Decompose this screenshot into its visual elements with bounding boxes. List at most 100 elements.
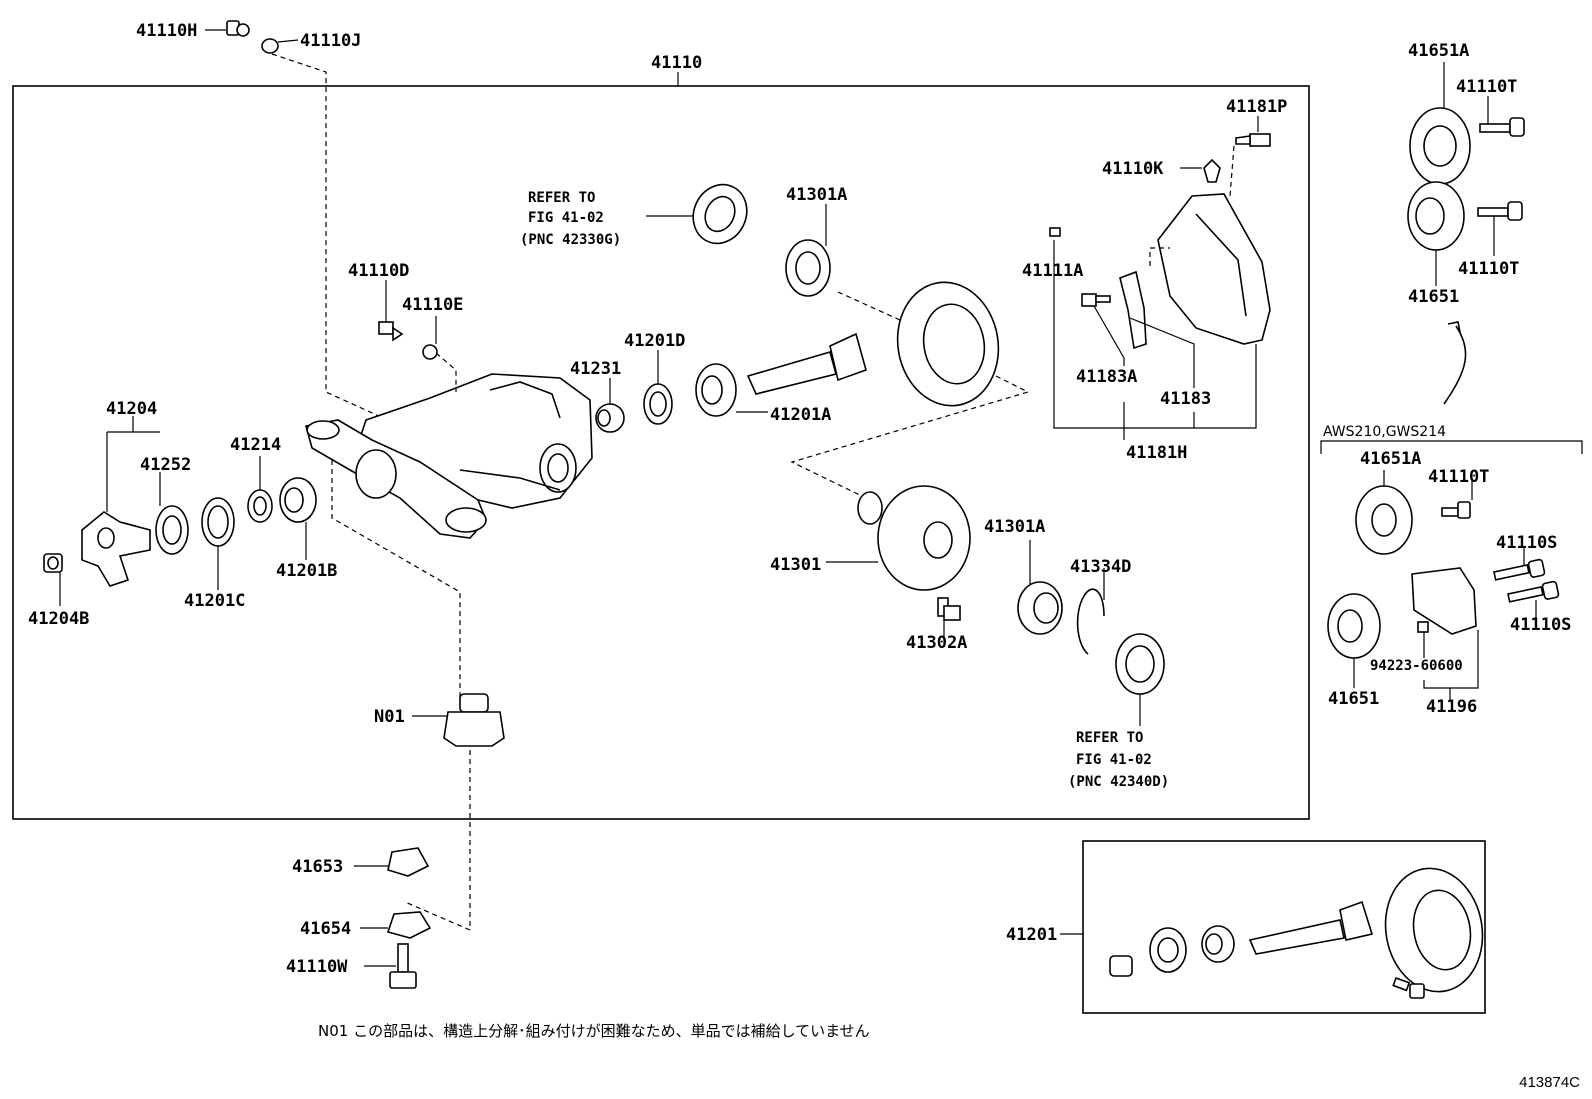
bearing-41201b-icon — [279, 477, 317, 523]
label-41110w: 41110W — [286, 957, 348, 977]
label-refer2-line3: (PNC 42340D) — [1068, 774, 1169, 790]
footnote-n01: N01 この部品は、構造上分解･組み付けが困難なため、単品では補給していません — [318, 1022, 870, 1040]
label-41110t-mid: 41110T — [1428, 467, 1489, 487]
collar-41231-icon — [595, 403, 625, 433]
label-41201: 41201 — [1006, 925, 1057, 945]
damper-41651-top-icon — [1407, 181, 1465, 251]
bearing-41201a-icon — [695, 363, 737, 417]
label-41231: 41231 — [570, 359, 621, 379]
differential-case-41301-icon — [857, 485, 971, 591]
label-41110d: 41110D — [348, 261, 409, 281]
bolt-41183a-icon — [1081, 293, 1111, 307]
bearing-41301a-mid-icon — [1017, 581, 1063, 635]
leader-41183a — [1093, 305, 1125, 366]
label-refer1-line1: REFER TO — [528, 190, 595, 206]
label-41110s-2: 41110S — [1510, 615, 1571, 635]
label-41183: 41183 — [1160, 389, 1211, 409]
arrow-up-icon — [1443, 321, 1467, 405]
kit-bearing1-icon — [1149, 927, 1187, 973]
spacer-41214-icon — [247, 489, 273, 523]
label-41196: 41196 — [1426, 697, 1477, 717]
oil-seal-42340d-icon — [1115, 633, 1165, 695]
leader-41181h — [1053, 240, 1257, 440]
label-41651-mid: 41651 — [1328, 689, 1379, 709]
label-41214: 41214 — [230, 435, 281, 455]
bracket-41196-icon — [1411, 567, 1477, 635]
leader-41183 — [1129, 317, 1195, 388]
leader-41110j — [277, 39, 299, 43]
label-41110e: 41110E — [402, 295, 463, 315]
dash-41110e — [435, 352, 457, 392]
label-41651-top: 41651 — [1408, 287, 1459, 307]
nut-41110h-icon — [226, 20, 250, 37]
rear-cover-41110k-icon — [1157, 193, 1271, 345]
bolt-41110t-mid-icon — [1441, 501, 1471, 519]
kit-ring-gear-icon — [1384, 867, 1484, 993]
label-refer1-line3: (PNC 42330G) — [520, 232, 621, 248]
differential-carrier-housing-icon — [304, 373, 593, 539]
label-41181h: 41181H — [1126, 443, 1187, 463]
label-41110t-top2: 41110T — [1458, 259, 1519, 279]
label-refer2-line1: REFER TO — [1076, 730, 1143, 746]
label-41110j: 41110J — [300, 31, 361, 51]
bolt-41110s-1-icon — [1493, 558, 1546, 581]
figure-reference-number: 413874C — [1519, 1074, 1580, 1091]
oil-seal-42330g-icon — [692, 183, 748, 245]
main-assembly-box — [12, 85, 1310, 820]
label-41301a-mid: 41301A — [984, 517, 1045, 537]
label-94223-60600: 94223-60600 — [1370, 658, 1463, 674]
label-41183a: 41183A — [1076, 367, 1137, 387]
mount-n01-icon — [443, 693, 505, 747]
label-41302a: 41302A — [906, 633, 967, 653]
nut-41204b-icon — [43, 553, 63, 573]
label-41654: 41654 — [300, 919, 351, 939]
stopper-41654-icon — [386, 911, 432, 939]
aws-bracket — [1320, 440, 1583, 454]
snap-ring-41334d-icon — [1076, 588, 1105, 655]
label-41110h: 41110H — [136, 21, 197, 41]
pin-41111a-icon — [1049, 227, 1061, 237]
label-41334d: 41334D — [1070, 557, 1131, 577]
label-41110: 41110 — [651, 53, 702, 73]
bearing-41201c-icon — [201, 497, 235, 547]
bearing-41301a-top-icon — [785, 239, 831, 297]
leader-41196 — [1423, 630, 1479, 700]
kit-bearing2-icon — [1201, 925, 1235, 963]
leader-41204 — [106, 416, 160, 512]
dash-housing-left — [331, 460, 461, 698]
damper-41651a-top-icon — [1409, 107, 1471, 185]
label-41651a-mid: 41651A — [1360, 449, 1421, 469]
drive-pinion-icon — [746, 332, 867, 395]
damper-41651-mid-icon — [1327, 593, 1381, 659]
label-41110t-top1: 41110T — [1456, 77, 1517, 97]
label-41201b: 41201B — [276, 561, 337, 581]
dash-41181p — [1229, 145, 1235, 197]
label-41651a-top: 41651A — [1408, 41, 1469, 61]
label-41204: 41204 — [106, 399, 157, 419]
label-aws210-gws214: AWS210,GWS214 — [1323, 424, 1446, 440]
label-41653: 41653 — [292, 857, 343, 877]
shim-41201d-icon — [643, 383, 673, 425]
ring-pinion-kit-box — [1082, 840, 1486, 1014]
label-refer1-line2: FIG 41-02 — [528, 210, 604, 226]
kit-pinion-icon — [1248, 900, 1374, 955]
label-41201d: 41201D — [624, 331, 685, 351]
bolt-41110t-top1-icon — [1479, 117, 1525, 137]
label-41181p: 41181P — [1226, 97, 1287, 117]
dash-n01-lower — [404, 750, 471, 931]
label-refer2-line2: FIG 41-02 — [1076, 752, 1152, 768]
label-n01: N01 — [374, 707, 405, 727]
kit-bolt-icon — [1392, 976, 1425, 999]
label-41301a-top: 41301A — [786, 185, 847, 205]
label-41201a: 41201A — [770, 405, 831, 425]
dash-41301a-top — [837, 291, 901, 321]
label-41301: 41301 — [770, 555, 821, 575]
label-41252: 41252 — [140, 455, 191, 475]
label-41110s-1: 41110S — [1496, 533, 1557, 553]
bolt-41110t-top2-icon — [1477, 201, 1523, 221]
bolt-41110s-2-icon — [1507, 580, 1560, 603]
plug-41110k-icon — [1203, 158, 1221, 183]
bolt-41110d-icon — [378, 321, 404, 342]
nut-41110e-icon — [422, 344, 438, 360]
